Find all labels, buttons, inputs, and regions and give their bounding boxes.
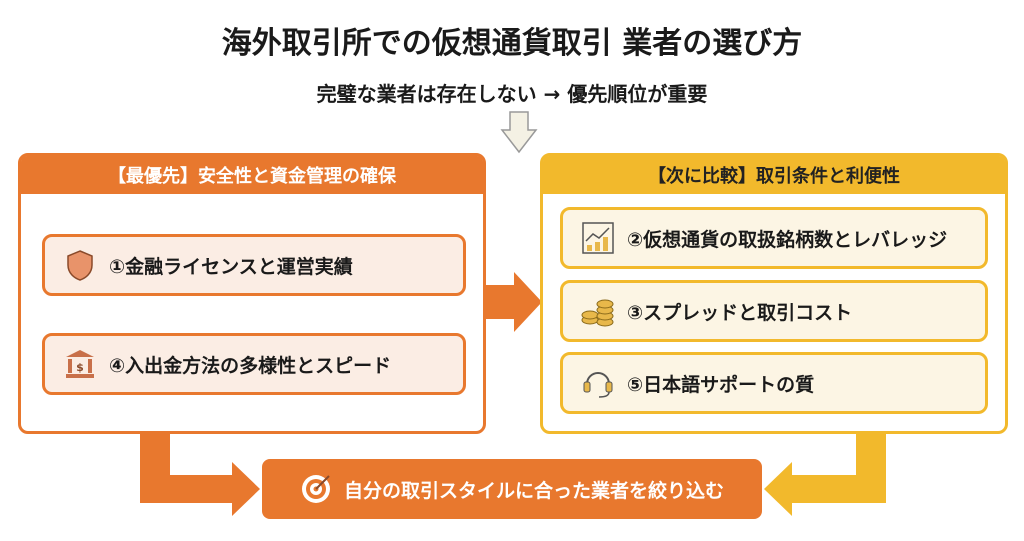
item-label: ①金融ライセンスと運営実績 bbox=[109, 255, 353, 278]
item-support: ⑤日本語サポートの質 bbox=[560, 352, 988, 414]
comparison-panel-header: 【次に比較】取引条件と利便性 bbox=[543, 156, 1005, 194]
item-coins-leverage: ②仮想通貨の取扱銘柄数とレバレッジ bbox=[560, 207, 988, 269]
headset-icon bbox=[583, 372, 613, 398]
bank-icon: $ bbox=[66, 350, 94, 378]
subtitle: 完璧な業者は存在しない → 優先順位が重要 bbox=[316, 82, 708, 106]
item-deposit: $ ④入出金方法の多様性とスピード bbox=[42, 333, 466, 395]
item-license: ①金融ライセンスと運営実績 bbox=[42, 234, 466, 296]
page-title: 海外取引所での仮想通貨取引 業者の選び方 bbox=[221, 26, 803, 61]
arrow-right-to-goal bbox=[764, 434, 886, 516]
item-label: ②仮想通貨の取扱銘柄数とレバレッジ bbox=[627, 228, 948, 251]
coins-icon bbox=[581, 299, 614, 327]
target-icon bbox=[301, 475, 330, 503]
down-arrow-outline bbox=[500, 111, 538, 154]
goal-label: 自分の取引スタイルに合った業者を絞り込む bbox=[343, 479, 724, 502]
shield-icon bbox=[67, 250, 93, 281]
item-label: ③スプレッドと取引コスト bbox=[627, 301, 853, 324]
priority-panel-header: 【最優先】安全性と資金管理の確保 bbox=[21, 156, 483, 194]
arrow-left-to-goal bbox=[140, 434, 260, 516]
chart-icon bbox=[582, 222, 614, 254]
item-label: ④入出金方法の多様性とスピード bbox=[109, 354, 392, 377]
svg-text:$: $ bbox=[76, 361, 84, 374]
arrow-left-to-right bbox=[486, 272, 542, 332]
item-spread: ③スプレッドと取引コスト bbox=[560, 280, 988, 342]
item-label: ⑤日本語サポートの質 bbox=[627, 373, 815, 396]
goal-box: 自分の取引スタイルに合った業者を絞り込む bbox=[262, 459, 762, 519]
